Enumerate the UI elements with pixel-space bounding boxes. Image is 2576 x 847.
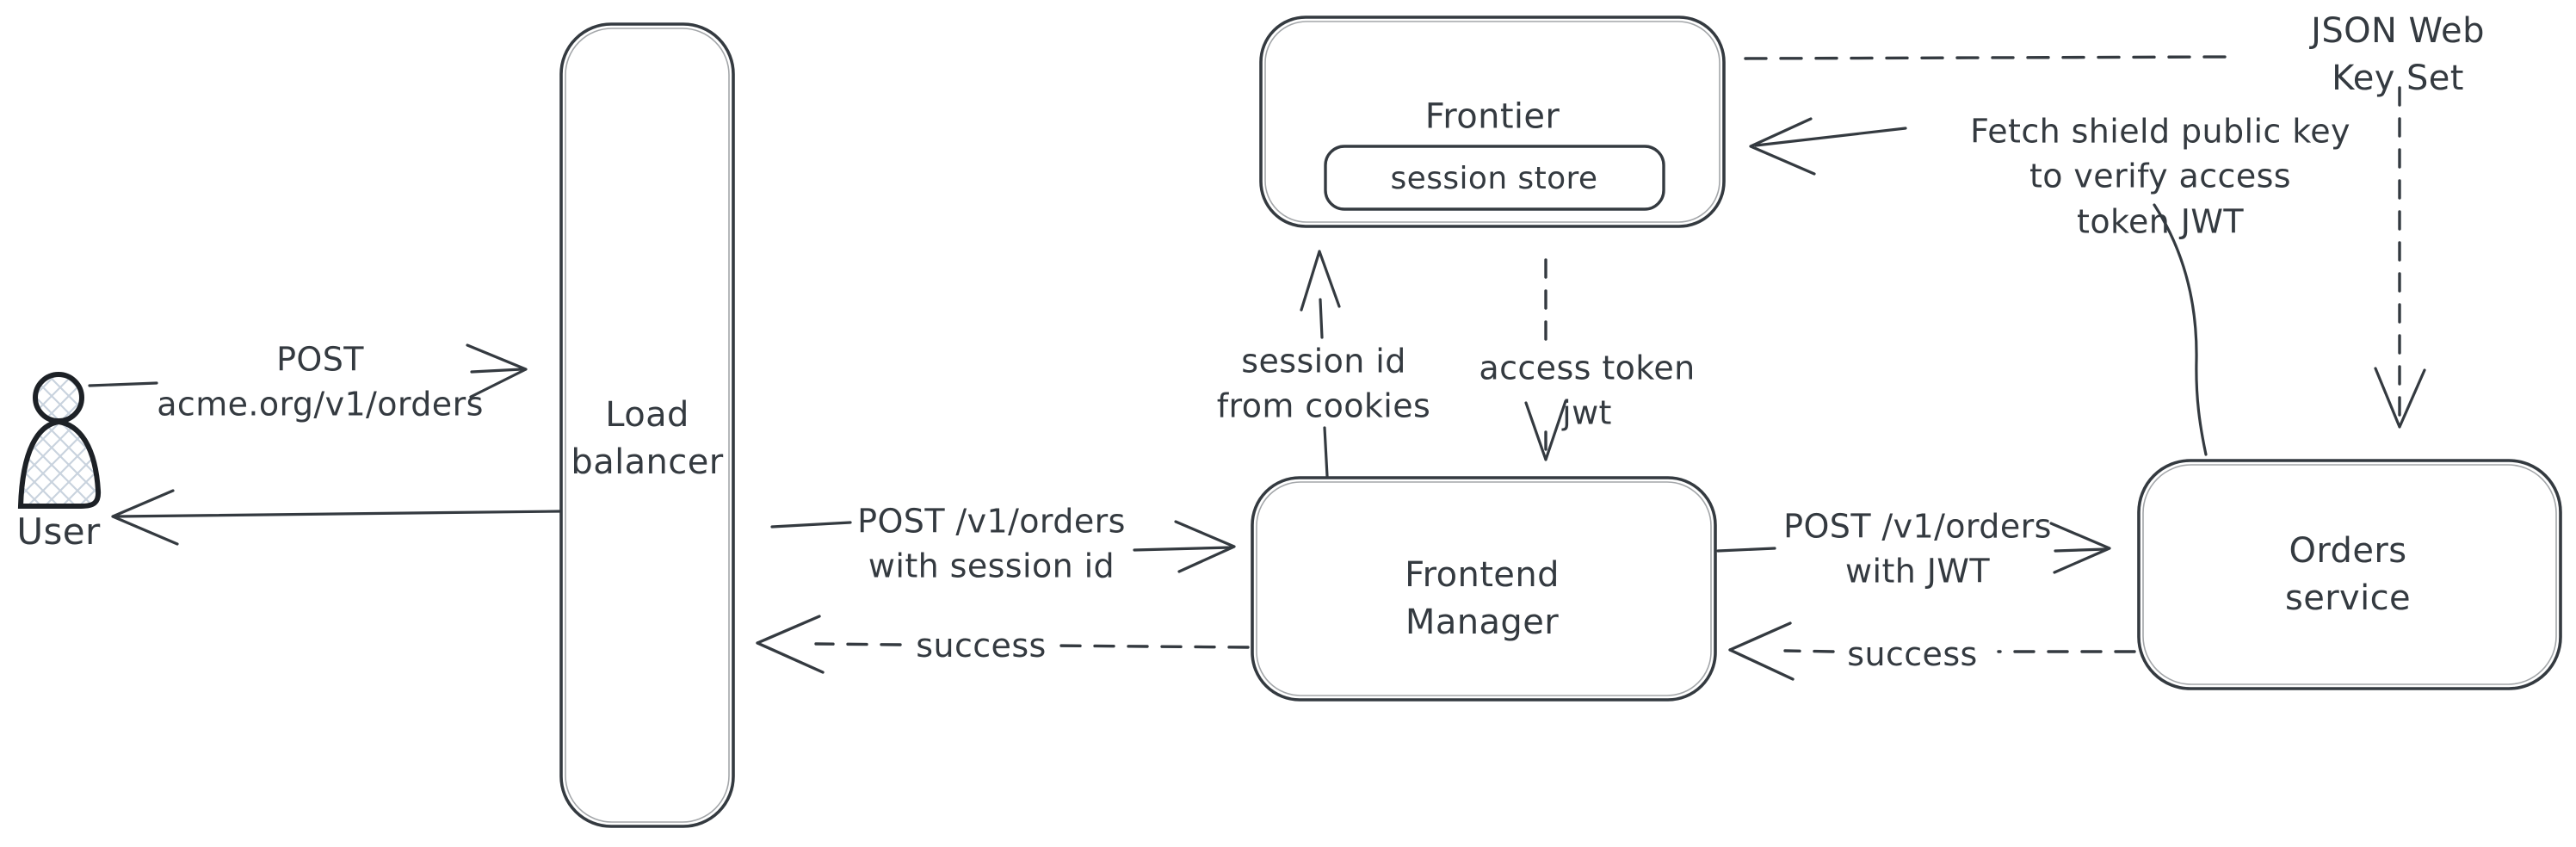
access-token-arrowhead bbox=[1524, 399, 1567, 461]
fetch-key-arrow bbox=[1749, 117, 2208, 456]
post-session-arrow bbox=[770, 520, 1236, 573]
frontend-manager-label: Frontend Manager bbox=[1405, 554, 1560, 642]
orders-service-box bbox=[2137, 459, 2562, 690]
session-id-arrow bbox=[1300, 250, 1341, 478]
lb-response-arrow bbox=[111, 489, 561, 546]
frontier-jwks-line bbox=[1744, 55, 2233, 60]
success-right-label: success bbox=[1847, 634, 1978, 673]
fetch-key-label: Fetch shield public key to verify access… bbox=[1970, 112, 2351, 241]
post-jwt-label: POST /v1/orders with JWT bbox=[1783, 507, 2052, 590]
session-store-box bbox=[1324, 145, 1665, 211]
access-token-label: access token jwt bbox=[1479, 349, 1696, 432]
orders-service-label: Orders service bbox=[2284, 530, 2412, 618]
success-right-arrowhead bbox=[1728, 621, 1795, 681]
user-request-arrow bbox=[88, 343, 528, 399]
success-left-label: success bbox=[916, 626, 1047, 665]
success-left-arrow bbox=[814, 642, 1250, 649]
user-label: User bbox=[16, 510, 101, 553]
frontier-box bbox=[1259, 15, 1726, 228]
frontend-manager-box bbox=[1251, 476, 1717, 702]
user-request-label: POST acme.org/v1/orders bbox=[157, 340, 484, 424]
load-balancer-box bbox=[559, 22, 735, 828]
success-right-arrow bbox=[1783, 649, 2136, 653]
post-session-label: POST /v1/orders with session id bbox=[857, 502, 1126, 585]
session-store-label: session store bbox=[1390, 161, 1598, 197]
session-cookies-label: session id from cookies bbox=[1216, 342, 1431, 425]
jwks-label: JSON Web Key Set bbox=[2311, 10, 2485, 98]
user-icon bbox=[17, 372, 102, 509]
frontier-label: Frontier bbox=[1424, 96, 1560, 137]
post-jwt-arrow bbox=[1716, 522, 2111, 574]
load-balancer-label: Load balancer bbox=[571, 394, 724, 482]
jwks-orders-arrowhead bbox=[2374, 367, 2426, 429]
success-left-arrowhead bbox=[756, 615, 825, 674]
